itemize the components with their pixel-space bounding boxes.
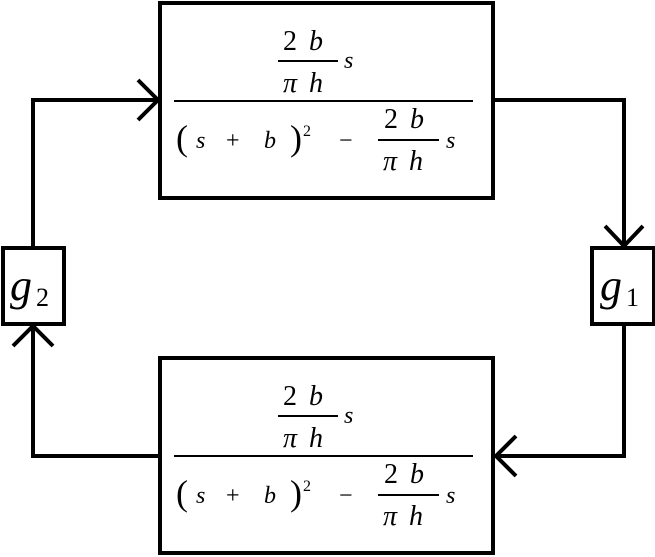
den-coef-2: 2 (384, 104, 398, 135)
den-s: s (196, 128, 205, 154)
den-exponent-2: 2 (303, 123, 311, 140)
den-coef-2: 2 (384, 459, 398, 490)
bottom-denominator: ( s + b ) 2 − 2 b π h s (176, 459, 455, 532)
wire-g1-to-bottom (496, 324, 626, 458)
num-b: b (309, 26, 323, 57)
top-denominator: ( s + b ) 2 − 2 b π h s (176, 104, 455, 177)
den-s-trailing: s (446, 128, 455, 154)
g2-symbol: g (10, 261, 32, 310)
top-numerator: 2 b π h s (278, 26, 353, 99)
den-minus: − (339, 128, 353, 154)
den-inner-b: b (410, 459, 424, 490)
num-coef-2: 2 (283, 381, 297, 412)
den-left-paren: ( (176, 473, 188, 513)
num-pi: π (283, 68, 298, 99)
den-plus: + (226, 483, 240, 509)
g1-box (590, 246, 655, 326)
den-exponent-2: 2 (303, 478, 311, 495)
den-s-trailing: s (446, 483, 455, 509)
den-s: s (196, 483, 205, 509)
g2-subscript: 2 (36, 283, 49, 312)
den-inner-b: b (410, 104, 424, 135)
wire-bottom-to-g2 (31, 326, 160, 458)
den-h: h (409, 501, 423, 532)
num-h: h (309, 423, 323, 454)
wire-top-to-g1 (495, 98, 626, 246)
top-transfer-block: 2 b π h s ( s + b ) 2 − 2 b π h s (158, 1, 495, 200)
den-minus: − (339, 483, 353, 509)
den-pi: π (383, 146, 398, 177)
den-plus: + (226, 128, 240, 154)
den-left-paren: ( (176, 118, 188, 158)
wire-g2-to-top (31, 98, 158, 246)
num-h: h (309, 68, 323, 99)
g2-box (1, 246, 66, 326)
gain-block-g1: g 1 (590, 246, 655, 326)
den-pi: π (383, 501, 398, 532)
arrowhead-into-bottom-block (493, 434, 518, 478)
gain-block-g2: g 2 (1, 246, 66, 326)
num-b: b (309, 381, 323, 412)
num-s: s (344, 48, 353, 74)
bottom-numerator: 2 b π h s (278, 381, 353, 454)
den-right-paren: ) (290, 118, 302, 158)
den-b: b (264, 128, 276, 154)
den-right-paren: ) (290, 473, 302, 513)
bottom-transfer-block: 2 b π h s ( s + b ) 2 − 2 b π h s (158, 356, 495, 555)
g1-subscript: 1 (626, 283, 639, 312)
den-b: b (264, 483, 276, 509)
g1-symbol: g (600, 261, 622, 310)
num-coef-2: 2 (283, 26, 297, 57)
den-h: h (409, 146, 423, 177)
num-pi: π (283, 423, 298, 454)
num-s: s (344, 403, 353, 429)
